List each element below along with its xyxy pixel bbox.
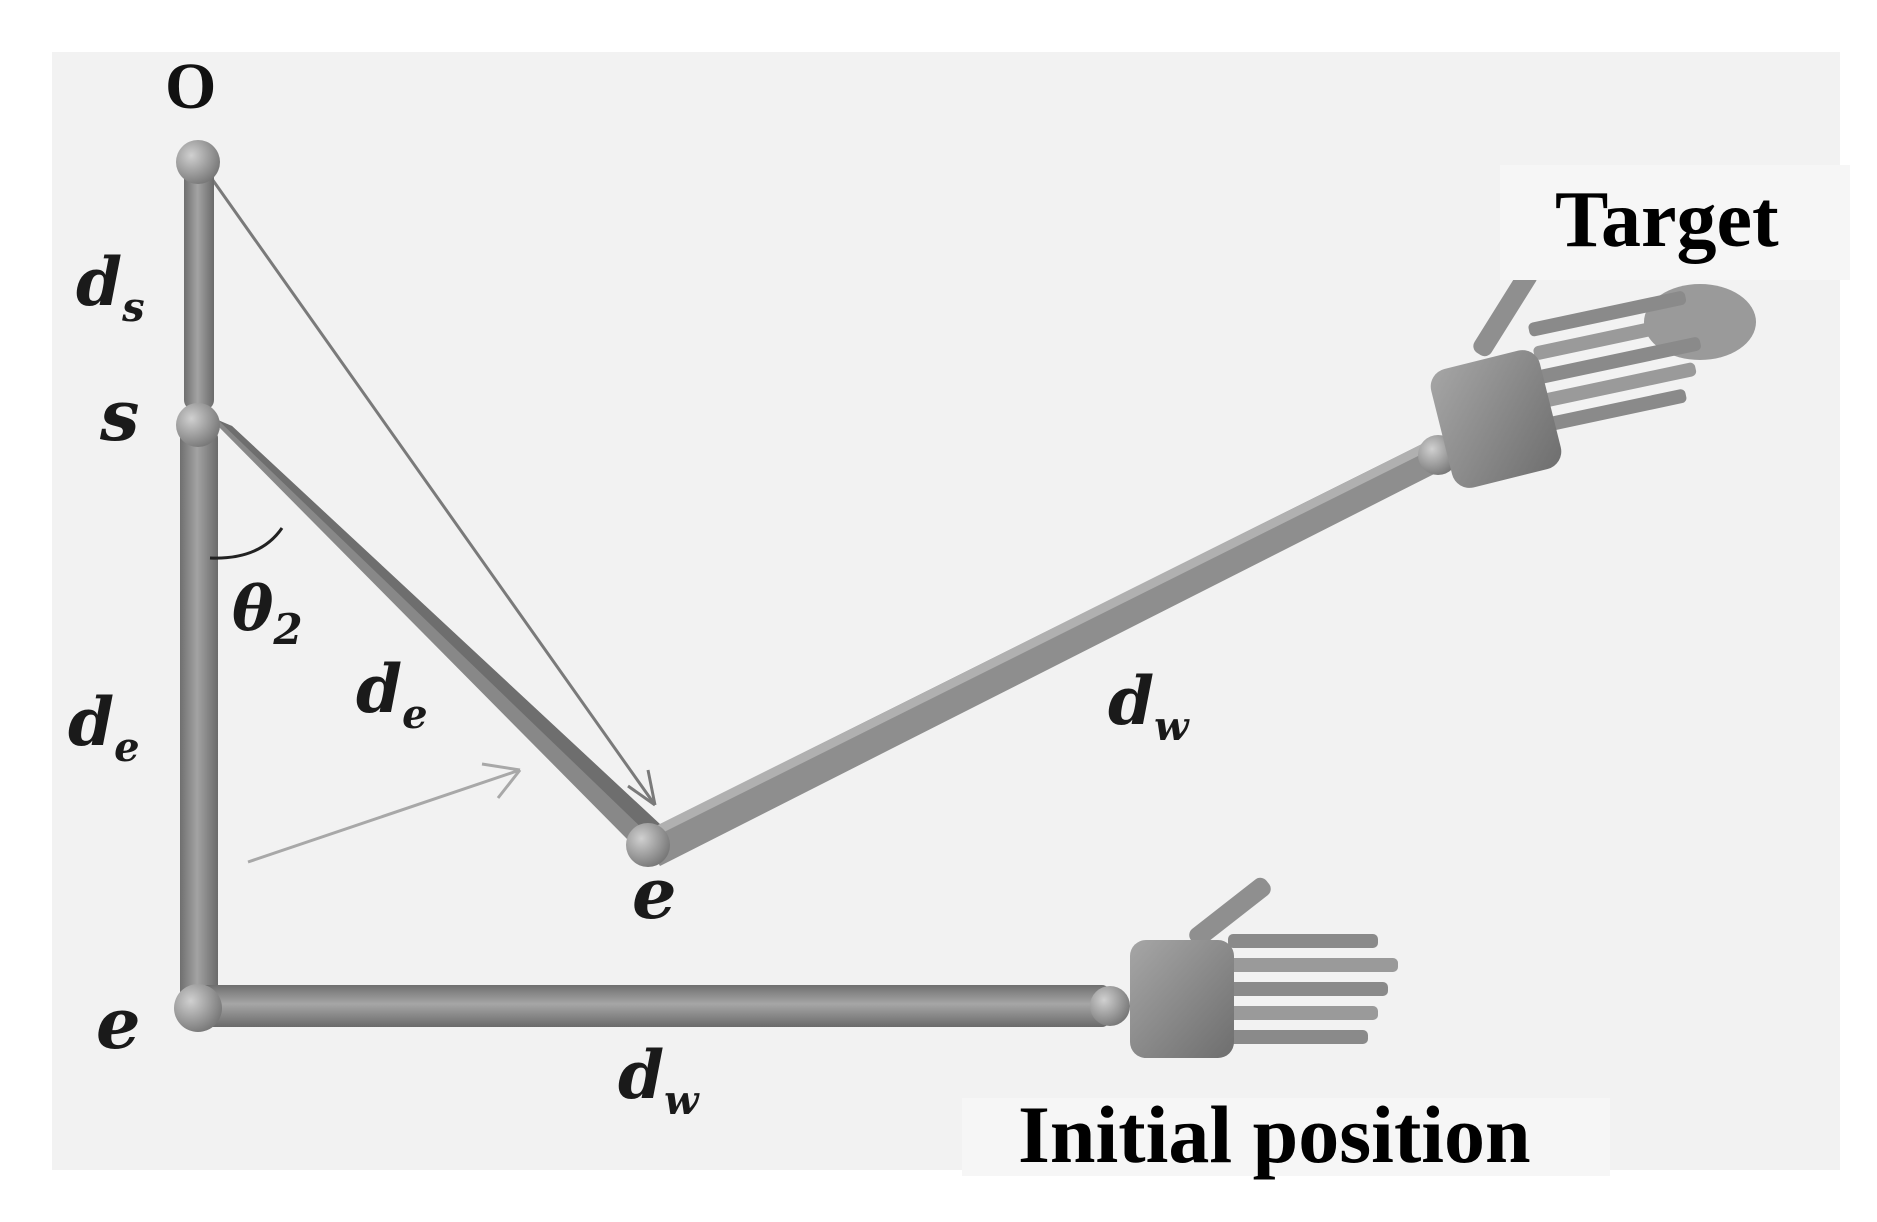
palm-initial <box>1130 940 1234 1058</box>
elbow-initial-label: e <box>96 982 141 1065</box>
dw-diagonal-label: dw <box>1108 662 1190 750</box>
elbow-target-label: e <box>632 852 677 935</box>
hand-target <box>1430 266 1756 488</box>
theta-angle-arc <box>209 527 284 560</box>
elbow-joint-target <box>626 823 670 867</box>
dw-horizontal-label: dw <box>618 1036 700 1124</box>
movement-arrow <box>247 762 522 864</box>
hand-link-initial-horizontal <box>198 985 1110 1027</box>
origin-joint <box>176 140 220 184</box>
target-label: Target <box>1555 176 1779 264</box>
theta2-label: θ2 <box>232 572 303 654</box>
thumb-initial <box>1189 877 1271 947</box>
hand-initial <box>1130 877 1398 1058</box>
shoulder-to-elbow-distance-line <box>198 161 657 806</box>
elbow-joint-initial <box>174 984 222 1032</box>
thumb-target <box>1473 266 1538 357</box>
upper-arm-segment-ds <box>184 160 214 410</box>
de-vertical-label: de <box>68 683 140 771</box>
wrist-joint-initial <box>1090 986 1130 1026</box>
hand-link-target-diagonal <box>640 440 1446 866</box>
ds-label: ds <box>76 243 145 331</box>
de-diagonal-label: de <box>356 650 428 738</box>
forearm-target-diagonal <box>210 418 662 842</box>
shoulder-label: s <box>99 374 139 457</box>
palm-target <box>1430 350 1562 488</box>
origin-label: O <box>165 50 216 123</box>
shoulder-joint <box>176 403 220 447</box>
initial-label-bg <box>962 1098 1610 1176</box>
line-arrowhead <box>627 769 657 807</box>
target-label-bg <box>1500 165 1850 280</box>
initial-position-label: Initial position <box>1018 1089 1531 1180</box>
forearm-initial-vertical <box>180 430 218 1000</box>
